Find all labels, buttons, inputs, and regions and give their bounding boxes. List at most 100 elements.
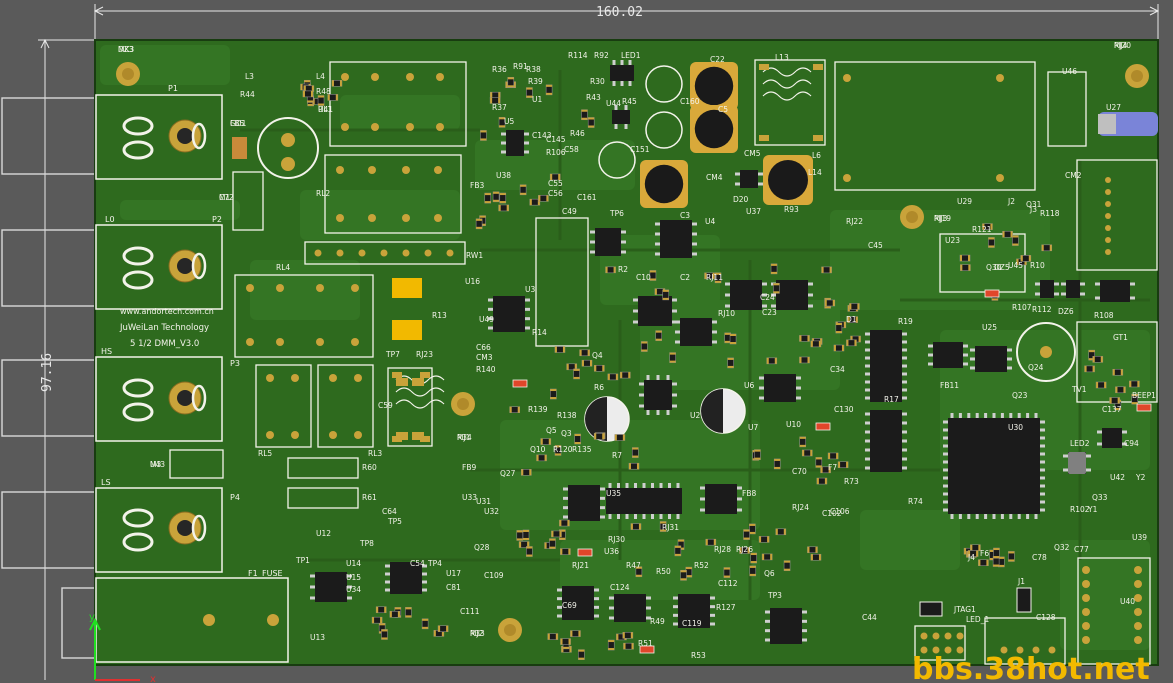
designator-jtag1: JTAG1 bbox=[953, 605, 976, 614]
designator-r50: R50 bbox=[656, 567, 671, 576]
origin-axis-marker: x y bbox=[89, 612, 156, 683]
designator-tp4: TP4 bbox=[427, 559, 442, 568]
watermark: bbs.38hot.net bbox=[912, 652, 1150, 683]
designator-q10: Q10 bbox=[530, 445, 546, 454]
designator-c58: C58 bbox=[564, 145, 579, 154]
designator-r14: R14 bbox=[532, 328, 547, 337]
designator-cm5: CM5 bbox=[744, 149, 761, 158]
jack-label-p3: P3 bbox=[230, 359, 240, 368]
designator-tp7: TP7 bbox=[385, 350, 400, 359]
designator-r39: R39 bbox=[528, 77, 543, 86]
board-url: www.andortech.com.cn bbox=[120, 307, 214, 316]
designator-j1: J1 bbox=[1017, 577, 1025, 586]
designator-u25: U25 bbox=[982, 323, 997, 332]
designator-u14: U14 bbox=[346, 559, 361, 568]
designator-c69: C69 bbox=[562, 601, 577, 610]
designator-rj19: RJ19 bbox=[934, 214, 951, 223]
designator-r36: R36 bbox=[492, 65, 507, 74]
designator-fb8: FB8 bbox=[742, 489, 756, 498]
designator-c106: C106 bbox=[830, 507, 850, 516]
designator-q33: Q33 bbox=[1092, 493, 1108, 502]
designator-tp3: TP3 bbox=[767, 591, 782, 600]
designator-rl4: RL4 bbox=[276, 263, 290, 272]
designator-dz6: DZ6 bbox=[1058, 307, 1074, 316]
designator-c64: C64 bbox=[382, 507, 397, 516]
designator-c160: C160 bbox=[680, 97, 700, 106]
designator-mj2: MJ2 bbox=[470, 629, 484, 638]
jack-label-p1: P1 bbox=[168, 84, 178, 93]
designator-u40: U40 bbox=[1120, 597, 1135, 606]
designator-r140: R140 bbox=[476, 365, 496, 374]
designator-q24: Q24 bbox=[1028, 363, 1044, 372]
designator-u39: U39 bbox=[1132, 533, 1147, 542]
designator-rw1: RW1 bbox=[466, 251, 483, 260]
designator-u46: U46 bbox=[1062, 67, 1077, 76]
designator-r30: R30 bbox=[590, 77, 605, 86]
designator-f7: F7 bbox=[828, 463, 837, 472]
designator-tp6: TP6 bbox=[609, 209, 624, 218]
designator-c54: C54 bbox=[410, 559, 425, 568]
designator-r102: R102 bbox=[1070, 505, 1090, 514]
designator-u34: U34 bbox=[346, 585, 361, 594]
designator-u23: U23 bbox=[945, 236, 960, 245]
designator-q27: Q27 bbox=[500, 469, 516, 478]
designator-rj21: RJ21 bbox=[572, 561, 589, 570]
designator-tp1: TP1 bbox=[295, 556, 310, 565]
designator-rj10: RJ10 bbox=[718, 309, 735, 318]
designator-dz3: DZ3 bbox=[118, 45, 134, 54]
designator-r120: R120 bbox=[553, 445, 573, 454]
designator-fb11: FB11 bbox=[940, 381, 959, 390]
designator-r108: R108 bbox=[1094, 311, 1114, 320]
designator-l13: L13 bbox=[775, 53, 789, 62]
designator-u13: U13 bbox=[310, 633, 325, 642]
designator-gd1: GD1 bbox=[230, 119, 247, 128]
svg-text:y: y bbox=[89, 612, 95, 623]
designator-r127: R127 bbox=[716, 603, 736, 612]
designator-c130: C130 bbox=[834, 405, 854, 414]
designator-m1: M1 bbox=[219, 193, 230, 202]
designator-r91: R91 bbox=[513, 62, 528, 71]
designator-r10: R10 bbox=[1030, 261, 1045, 270]
designator-u17: U17 bbox=[446, 569, 461, 578]
designator-r34: R34 bbox=[457, 433, 472, 442]
designator-u41: U41 bbox=[318, 105, 333, 114]
designator-rj26: RJ26 bbox=[736, 545, 753, 554]
designator-u3: U3 bbox=[525, 285, 535, 294]
designator-q30: Q30 bbox=[986, 263, 1002, 272]
designator-tp8: TP8 bbox=[359, 539, 374, 548]
designator-r2: R2 bbox=[618, 265, 628, 274]
designator-q6: Q6 bbox=[764, 569, 775, 578]
designator-led2: LED2 bbox=[1070, 439, 1090, 448]
designator-j2: J2 bbox=[1007, 197, 1015, 206]
designator-l3: L3 bbox=[245, 72, 254, 81]
designator-j4: J4 bbox=[967, 553, 975, 562]
designator-u49: U49 bbox=[479, 315, 494, 324]
designator-u32: U32 bbox=[484, 507, 499, 516]
designator-u43: U43 bbox=[150, 460, 165, 469]
designator-r38: R38 bbox=[526, 65, 541, 74]
designator-rj24: RJ24 bbox=[792, 503, 809, 512]
designator-mj3: MJ3 bbox=[934, 214, 948, 223]
designator-rl1: RL1 bbox=[318, 105, 332, 114]
designator-r47: R47 bbox=[626, 561, 641, 570]
svg-text:x: x bbox=[150, 674, 156, 683]
designator-u31: U31 bbox=[476, 497, 491, 506]
designator-c5: C5 bbox=[718, 105, 728, 114]
designator-tv1: TV1 bbox=[1071, 385, 1087, 394]
designator-c55: C55 bbox=[548, 179, 563, 188]
designator-rj20: RJ20 bbox=[1114, 41, 1131, 50]
designator-r139: R139 bbox=[528, 405, 548, 414]
designator-u36: U36 bbox=[604, 547, 619, 556]
designator-r7: R7 bbox=[612, 451, 622, 460]
jack-label-hs: HS bbox=[101, 347, 112, 356]
designator-mj1: MJ1 bbox=[457, 433, 471, 442]
designator-u10: U10 bbox=[786, 420, 801, 429]
designator-rl5: RL5 bbox=[258, 449, 272, 458]
designator-u16: U16 bbox=[465, 277, 480, 286]
designator-r6: R6 bbox=[594, 383, 604, 392]
designator-r17: R17 bbox=[884, 395, 899, 404]
jack-label-ls: LS bbox=[101, 478, 111, 487]
designator-c56: C56 bbox=[548, 189, 563, 198]
